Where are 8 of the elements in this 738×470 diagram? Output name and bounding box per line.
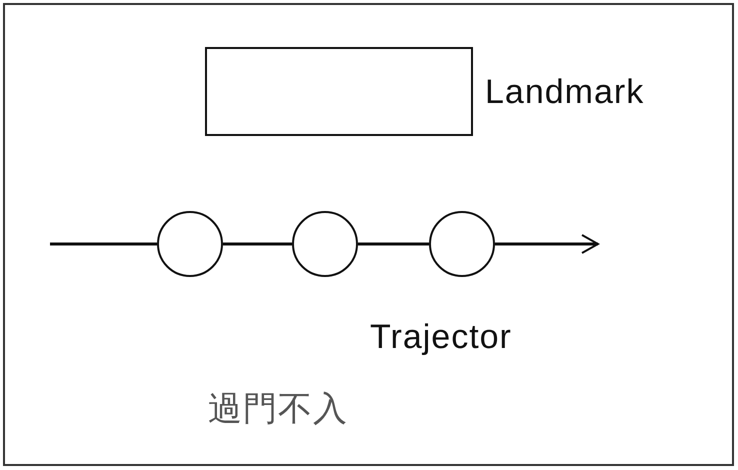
connector-line xyxy=(358,242,429,246)
connector-line xyxy=(223,242,292,246)
chinese-caption: 過門不入 xyxy=(208,392,348,426)
landmark-label: Landmark xyxy=(485,74,644,108)
trajector-label: Trajector xyxy=(370,320,512,354)
arrow xyxy=(495,234,599,254)
rectangle-box xyxy=(205,47,473,136)
connector-line xyxy=(50,242,157,246)
